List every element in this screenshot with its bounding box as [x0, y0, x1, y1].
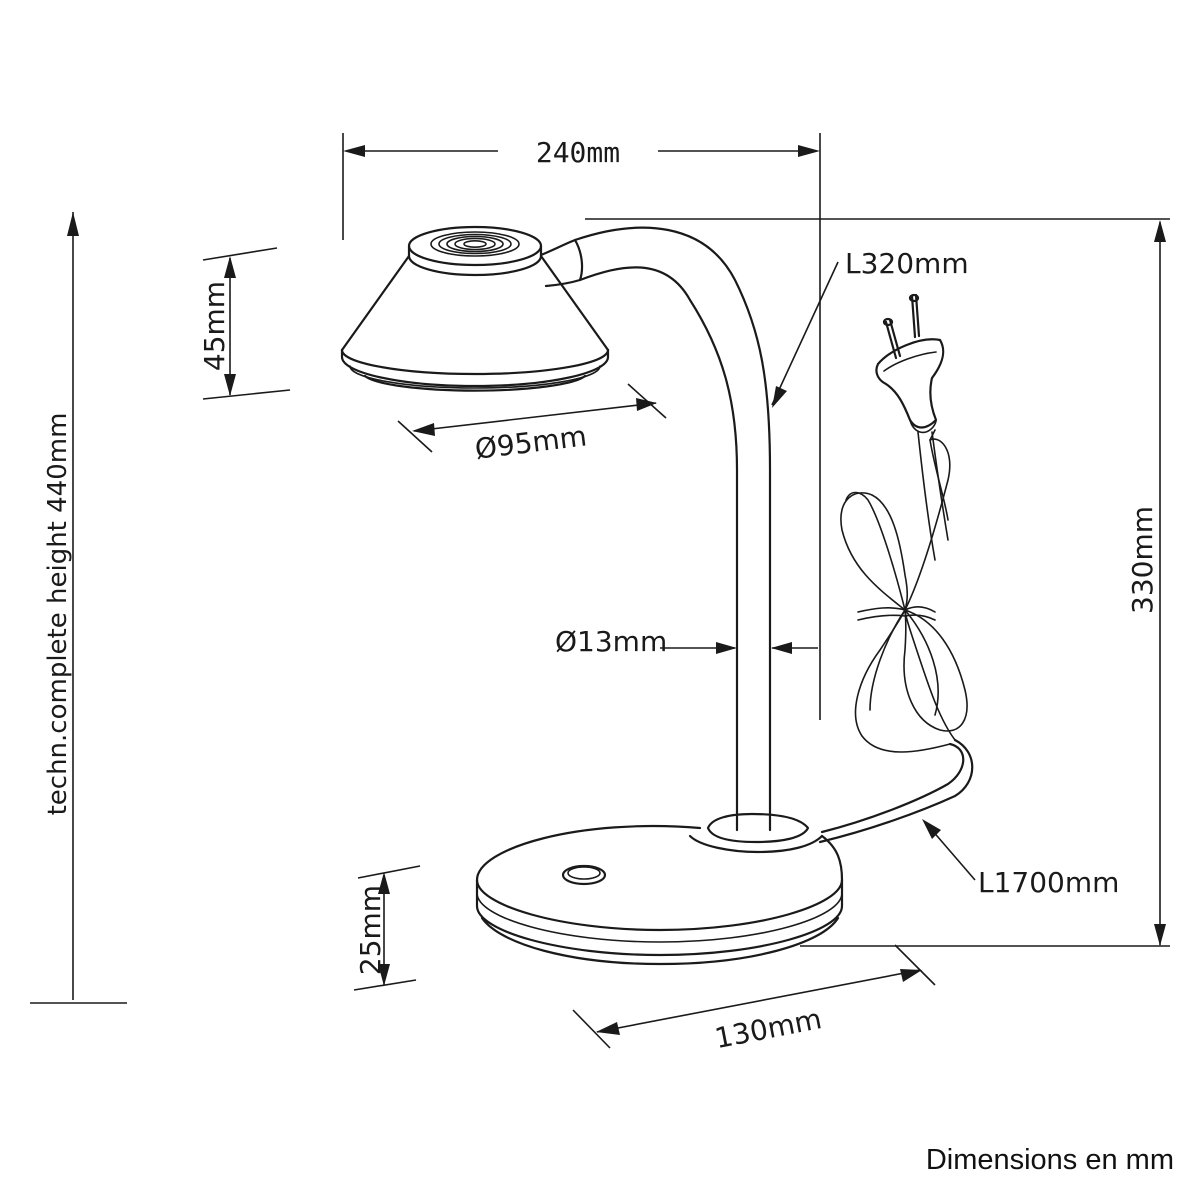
dimension-complete-height: techn.complete height 440mm [30, 212, 127, 1004]
dimension-base-height: 25mm [353, 865, 421, 991]
lamp-base [475, 812, 844, 966]
footer-note: Dimensions en mm [925, 1144, 1174, 1176]
dimension-cord-length: L1700mm [922, 819, 1119, 899]
dimension-arm-length: L320mm [771, 247, 969, 408]
shade-height-label: 45mm [198, 281, 231, 371]
gooseneck-arm [539, 226, 772, 832]
dimension-overall-width: 240mm [342, 133, 821, 720]
base-height-label: 25mm [354, 885, 387, 975]
dimension-base-diameter: 130mm [572, 944, 936, 1055]
power-cord [818, 429, 974, 844]
base-diameter-label: 130mm [712, 1002, 824, 1055]
dimension-shade-diameter: Ø95mm [397, 383, 667, 466]
dimension-arm-diameter: Ø13mm [555, 625, 818, 658]
arm-diameter-label: Ø13mm [555, 625, 667, 658]
complete-height-label: techn.complete height 440mm [43, 413, 73, 816]
cord-length-label: L1700mm [978, 866, 1119, 899]
overall-width-label: 240mm [536, 136, 620, 169]
dimension-shade-height: 45mm [198, 247, 291, 400]
lamp-shade [340, 225, 610, 392]
arm-length-label: L320mm [845, 247, 969, 280]
shade-diameter-label: Ø95mm [473, 419, 588, 465]
lamp-height-label: 330mm [1126, 506, 1159, 614]
dimension-lamp-height: 330mm [585, 218, 1170, 947]
plug [875, 293, 945, 434]
